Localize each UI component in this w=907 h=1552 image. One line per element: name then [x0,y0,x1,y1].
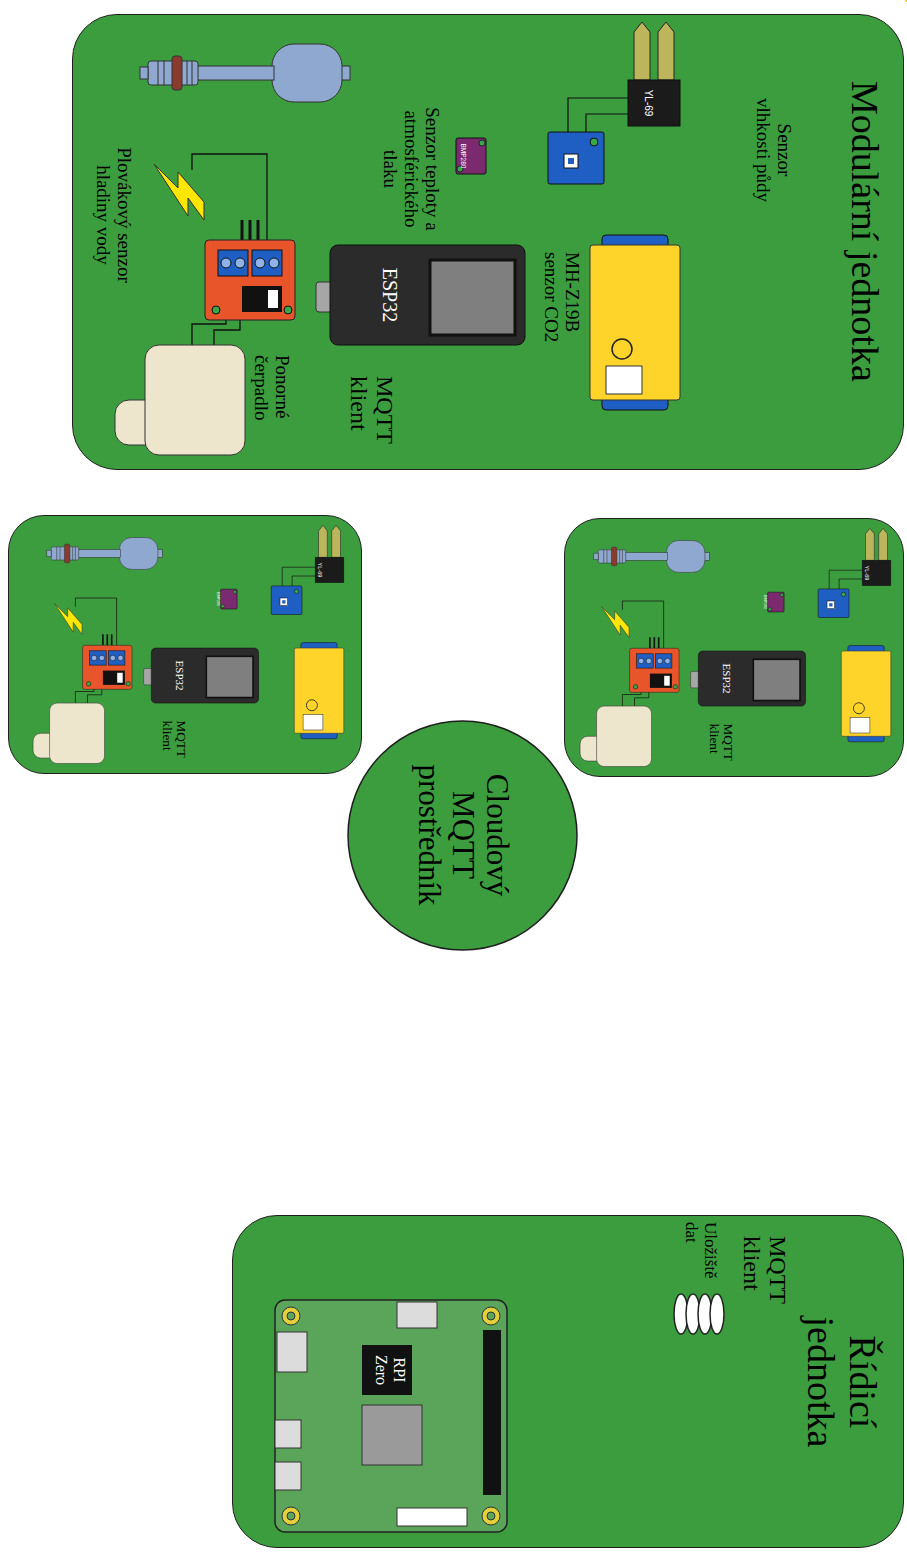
part-marking: BMP280 [460,144,467,169]
single-board-computer [287,1312,295,1320]
part-marking: YL-69 [864,566,870,581]
broker-outline [349,721,578,950]
text-slot: MQTT klient [738,1236,791,1316]
board-marking: ESP32 [174,661,186,691]
text-slot: Senzor vlhkosti půdy [752,94,794,206]
single-board-computer [275,1462,301,1490]
text-slot: YL-69 [861,560,879,585]
broker-circle: Cloudový MQTT prostředník [348,720,579,951]
box-title: Modulární jednotka [843,81,885,382]
text-slot: MH-Z19B senzor CO2 [540,252,582,372]
text-slot: BMP280 [213,589,231,609]
single-board-computer [487,1512,495,1520]
client-label: MQTT klient [159,721,188,765]
sensor-caption: Plovákový senzor hladiny vody [92,140,134,290]
control-unit-box: Řídicí jednotkaMQTT klient [232,1215,904,1548]
module-unit-box: Modulární jednotkaMQTT klient [72,14,904,470]
part-marking: YL-69 [643,90,654,117]
text-slot: MQTT klient [159,721,189,765]
part-marking: BMP280 [762,595,766,609]
single-board-computer [275,1300,507,1532]
sensor-caption: MH-Z19B senzor CO2 [540,252,582,372]
single-board-computer [482,1307,500,1325]
text-slot: BMP280 [457,138,475,174]
part-marking: YL-69 [317,563,323,578]
single-board-computer [275,1420,301,1448]
client-label: MQTT klient [738,1236,791,1316]
text-slot: ESP32 [379,265,401,325]
text-slot: ESP32 [172,659,190,692]
part-marking: BMP280 [215,592,219,606]
single-board-computer [287,1512,295,1520]
single-board-computer [275,1300,507,1532]
text-slot: Cloudový MQTT prostředník [412,745,514,925]
single-board-computer [362,1405,422,1465]
module-unit-box: MQTT klient [564,518,904,777]
text-slot: YL-69 [314,557,332,582]
client-label: MQTT klient [345,376,398,456]
board-marking: ESP32 [721,664,733,694]
storage-icon [698,1294,712,1334]
broker-label: Cloudový MQTT prostředník [412,745,514,925]
text-slot: MQTT klient [706,724,736,768]
storage-icon [674,1294,688,1334]
storage-caption: Uložiště dat [682,1222,719,1286]
text-slot: Plovákový senzor hladiny vody [92,140,134,290]
board-marking: ESP32 [379,268,401,322]
module-illustration [115,22,680,455]
single-board-computer [397,1302,437,1328]
text-slot: ESP32 [719,662,737,695]
box-title: Řídicí jednotka [799,1292,883,1472]
module-illustration [580,528,891,766]
client-label: MQTT klient [706,724,735,768]
sensor-caption: Senzor vlhkosti půdy [752,94,794,206]
single-board-computer [397,1508,467,1526]
storage-icon [686,1294,700,1334]
storage-icon [710,1294,724,1334]
single-board-computer [282,1307,300,1325]
single-board-computer [277,1332,307,1372]
storage-icon [674,1294,724,1334]
text-slot: RPI Zero [372,1345,408,1395]
module-illustration [33,525,344,763]
single-board-computer [282,1507,300,1525]
sensor-caption: Senzor teploty a atmosférického tlaku [379,94,442,244]
text-slot: MQTT klient [345,376,398,456]
text-slot: YL-69 [641,80,659,126]
board-marking: RPI Zero [373,1345,408,1395]
module-unit-box: MQTT klient [8,515,362,774]
text-slot: Uložiště dat [682,1222,719,1286]
single-board-computer [482,1507,500,1525]
text-slot: Ponorné čerpadlo [250,355,292,455]
text-slot: Senzor teploty a atmosférického tlaku [379,94,442,244]
text-slot: Modulární jednotka [843,81,885,461]
single-board-computer [362,1345,412,1395]
single-board-computer [483,1330,501,1495]
pump-caption: Ponorné čerpadlo [250,355,292,455]
text-slot: Řídicí jednotka [799,1292,883,1472]
text-slot: BMP280 [760,592,778,612]
single-board-computer [487,1312,495,1320]
